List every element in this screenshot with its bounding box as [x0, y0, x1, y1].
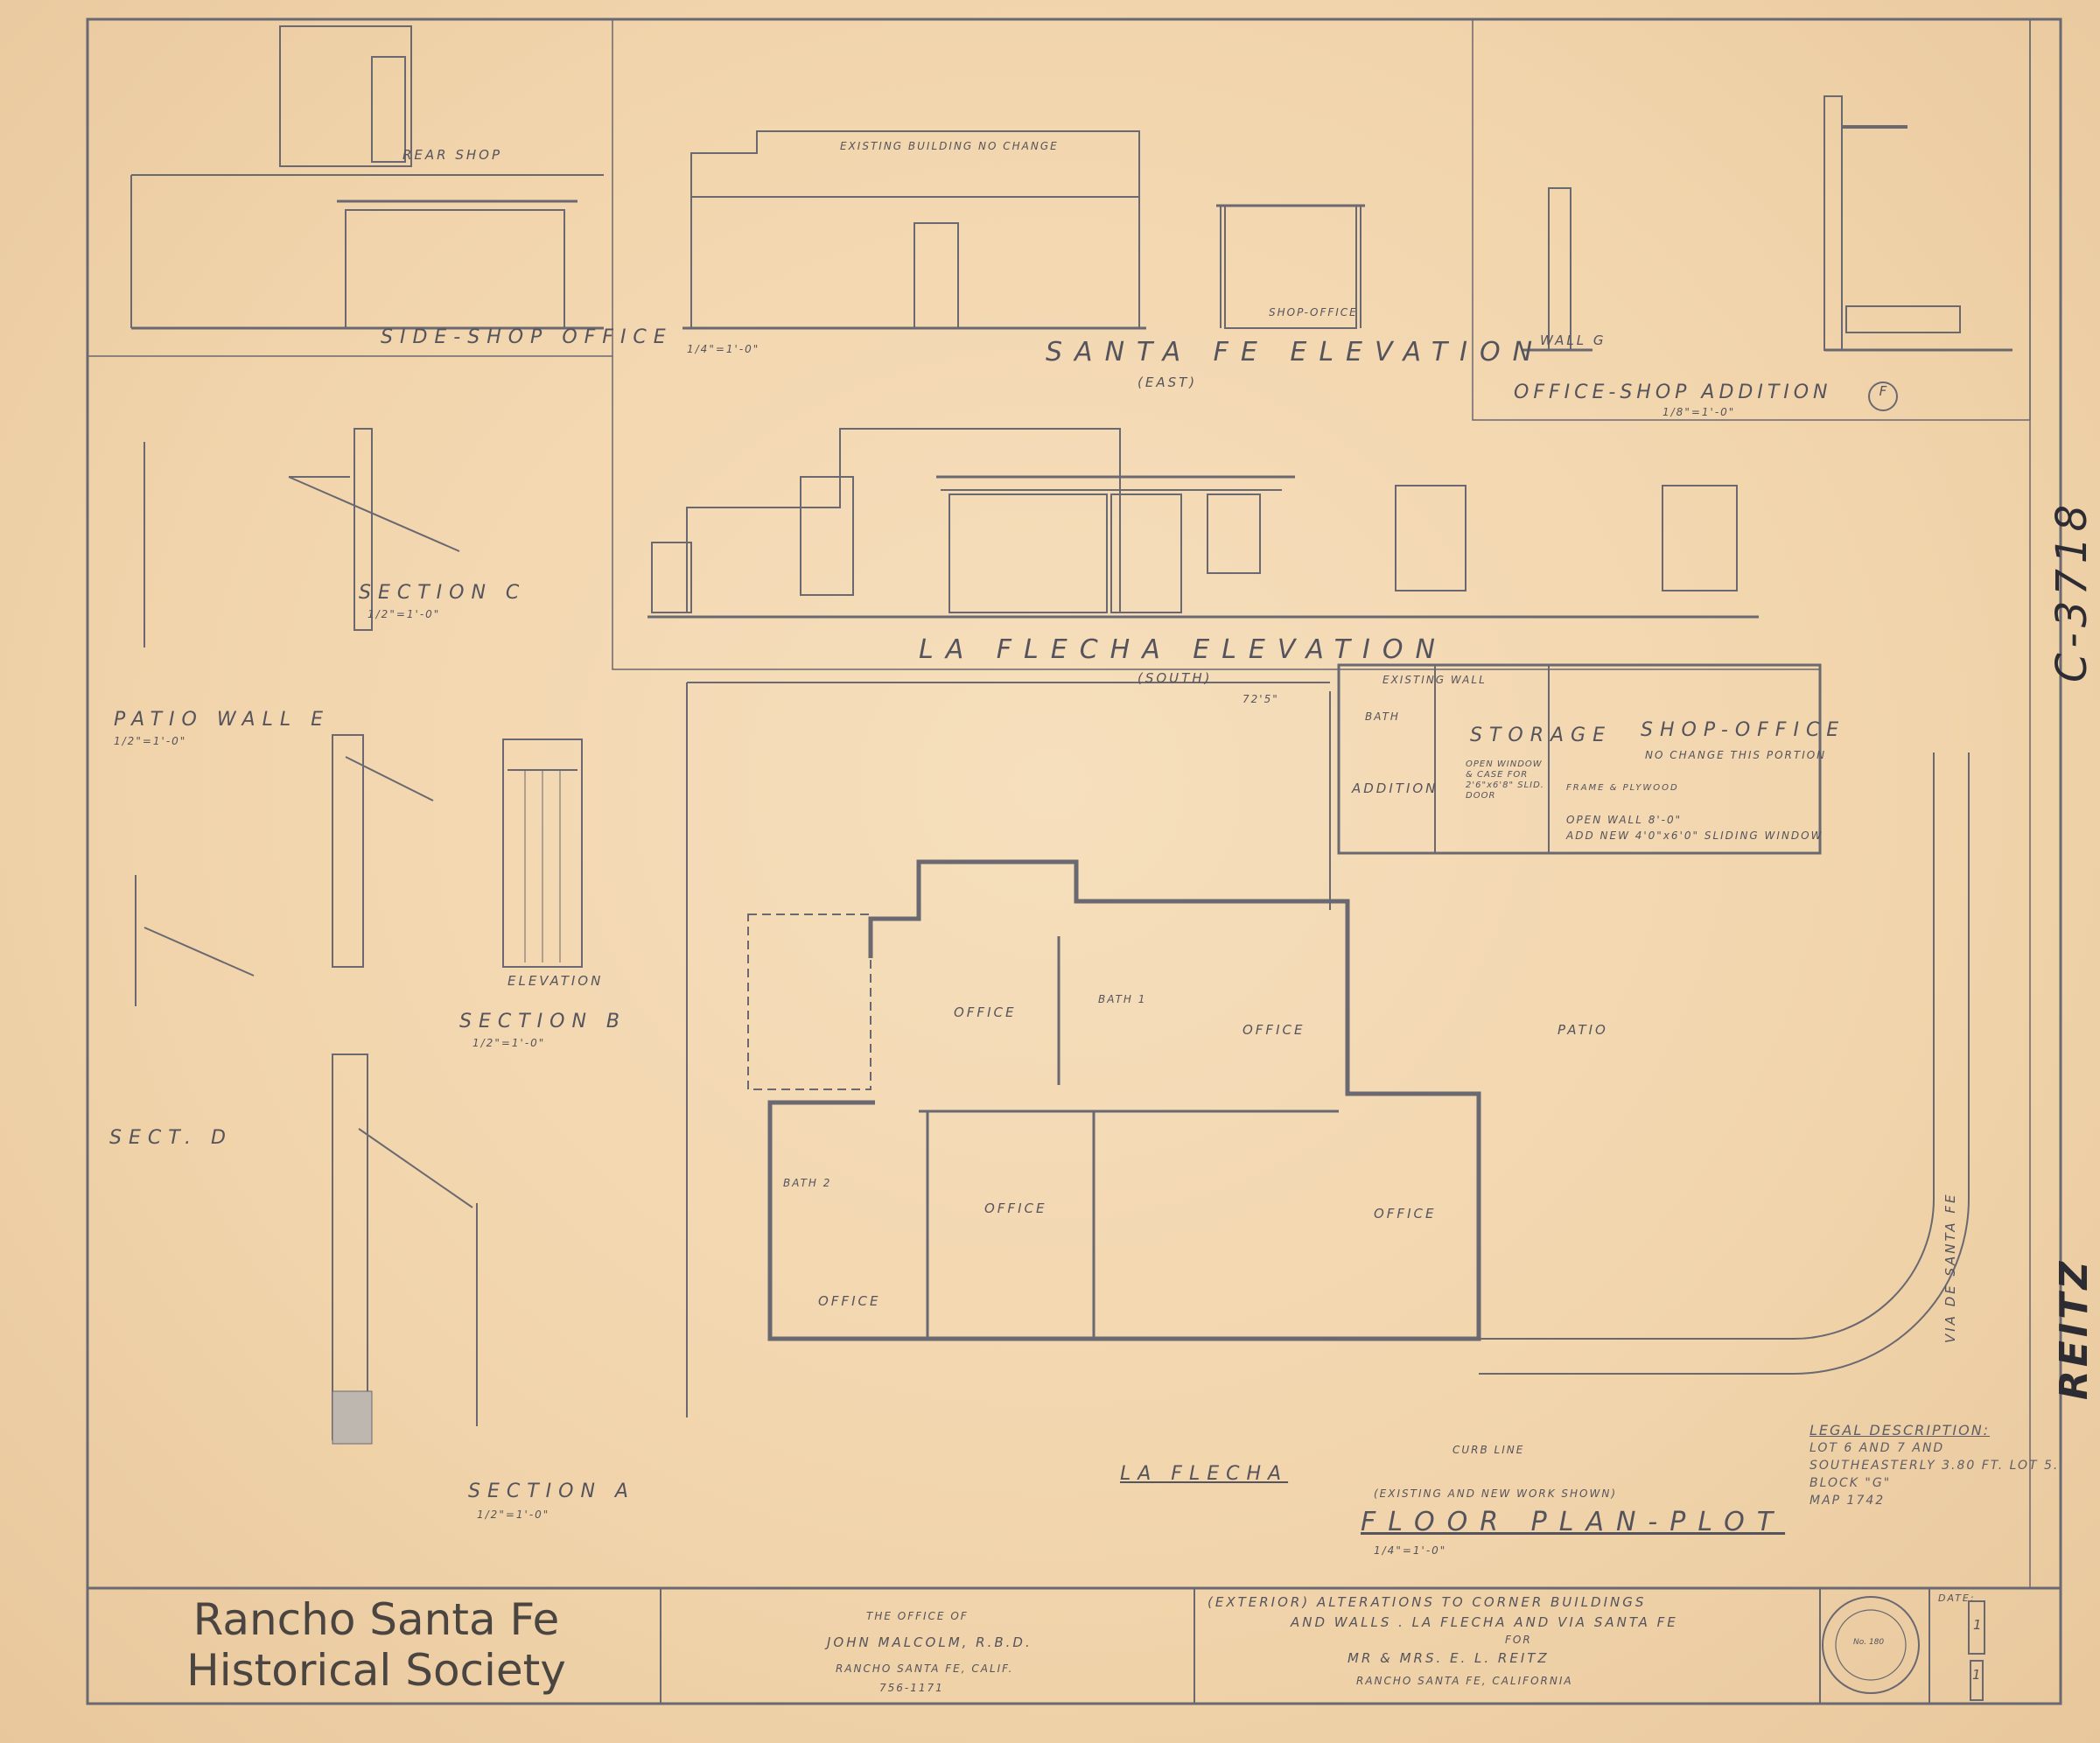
la-flecha-elevation-sub: (SOUTH) — [1138, 670, 1213, 686]
office-line3: RANCHO SANTA FE, CALIF. — [836, 1662, 1014, 1675]
owner-tab: REITZ — [2052, 1257, 2096, 1400]
office-shop-addition-title: OFFICE-SHOP ADDITION — [1514, 382, 1832, 403]
section-b-title: SECTION B — [459, 1011, 627, 1032]
drawing-number: C-3718 — [2048, 500, 2096, 682]
floor-plan-subtitle: (EXISTING AND NEW WORK SHOWN) — [1374, 1488, 1618, 1500]
office-line1: THE OFFICE OF — [866, 1610, 969, 1622]
legal-heading: LEGAL DESCRIPTION: — [1810, 1422, 1991, 1438]
project-line3: FOR — [1505, 1634, 1532, 1646]
floor-plan-title: FLOOR PLAN-PLOT — [1361, 1507, 1786, 1537]
legal-line: BLOCK "G" — [1810, 1476, 1892, 1490]
designer-seal — [1822, 1596, 1920, 1694]
sheet-number: 1 — [1973, 1617, 1982, 1633]
section-details-drawing — [135, 428, 583, 1445]
section-a-title: SECTION A — [468, 1480, 635, 1502]
santa-fe-elevation-drawing — [682, 130, 1365, 330]
legal-description: LEGAL DESCRIPTION: LOT 6 AND 7 AND SOUTH… — [1810, 1422, 2059, 1509]
room-office: OFFICE — [1374, 1206, 1437, 1222]
sect-d-title: SECT. D — [109, 1127, 233, 1149]
santa-fe-note: EXISTING BUILDING NO CHANGE — [840, 140, 1059, 152]
side-shop-office-drawing — [130, 25, 604, 330]
sliding-window-note: ADD NEW 4'0"x6'0" SLIDING WINDOW — [1566, 830, 1824, 842]
rear-shop-label: REAR SHOP — [402, 147, 503, 163]
room-shop-office: SHOP-OFFICE — [1641, 719, 1846, 741]
open-wall-note: OPEN WALL 8'-0" — [1566, 814, 1683, 826]
legal-line: MAP 1742 — [1810, 1494, 1886, 1508]
patio-wall-scale: 1/2"=1'-0" — [114, 735, 187, 747]
la-flecha-elevation-drawing — [648, 428, 1759, 619]
room-patio: PATIO — [1558, 1022, 1608, 1038]
section-c-scale: 1/2"=1'-0" — [368, 608, 441, 620]
street-la-flecha: LA FLECHA — [1120, 1463, 1289, 1485]
office-line2: JOHN MALCOLM, R.B.D. — [827, 1634, 1032, 1650]
project-line5: RANCHO SANTA FE, CALIFORNIA — [1356, 1675, 1573, 1687]
patio-wall-title: PATIO WALL E — [114, 709, 330, 731]
santa-fe-shop-office-label: SHOP-OFFICE — [1269, 306, 1358, 318]
legal-line: SOUTHEASTERLY 3.80 FT. LOT 5. — [1810, 1459, 2060, 1473]
shop-office-note: NO CHANGE THIS PORTION — [1645, 749, 1827, 761]
project-line4: MR & MRS. E. L. REITZ — [1348, 1650, 1550, 1666]
date-label: DATE: — [1938, 1592, 1976, 1604]
santa-fe-elevation-sub: (EAST) — [1138, 374, 1198, 390]
room-office: OFFICE — [984, 1200, 1047, 1216]
room-addition: ADDITION — [1352, 780, 1438, 796]
detail-marker-f: F — [1868, 382, 1898, 411]
watermark: Rancho Santa Fe Historical Society — [186, 1594, 566, 1696]
side-shop-office-title: SIDE-SHOP OFFICE — [381, 326, 673, 348]
room-office: OFFICE — [1242, 1022, 1306, 1038]
room-bath-1: BATH 1 — [1098, 993, 1147, 1005]
existing-wall-note: EXISTING WALL — [1382, 674, 1487, 686]
room-bath: BATH — [1365, 710, 1400, 723]
sheet-count: 1 — [1972, 1667, 1981, 1683]
room-office: OFFICE — [818, 1293, 881, 1309]
room-office: OFFICE — [954, 1004, 1017, 1020]
office-phone: 756-1171 — [879, 1682, 944, 1694]
wall-g-label: WALL G — [1540, 332, 1606, 348]
seal-number: No. 180 — [1853, 1638, 1885, 1647]
room-storage: STORAGE — [1470, 724, 1613, 746]
santa-fe-elevation-title: SANTA FE ELEVATION — [1046, 337, 1545, 368]
office-shop-addition-drawing — [1522, 95, 2012, 352]
street-via-de-santa-fe: VIA DE SANTA FE — [1942, 1192, 1958, 1343]
project-line1: (EXTERIOR) ALTERATIONS TO CORNER BUILDIN… — [1208, 1594, 1647, 1610]
open-window-note: OPEN WINDOW & CASE FOR 2'6"x6'8" SLID. D… — [1466, 760, 1544, 801]
project-line2: AND WALLS . LA FLECHA AND VIA SANTA FE — [1291, 1614, 1678, 1630]
elevation-title: ELEVATION — [508, 973, 604, 989]
legal-line: LOT 6 AND 7 AND — [1810, 1441, 1945, 1455]
floor-plan-drawing — [686, 663, 1970, 1418]
side-shop-office-scale: 1/4"=1'-0" — [687, 343, 760, 355]
la-flecha-elevation-title: LA FLECHA ELEVATION — [919, 634, 1447, 665]
section-c-title: SECTION C — [359, 582, 527, 604]
curb-line-label: CURB LINE — [1452, 1444, 1525, 1456]
dimension-note: 72'5" — [1242, 693, 1279, 705]
sheet-border — [86, 18, 2062, 1705]
office-shop-addition-scale: 1/8"=1'-0" — [1662, 406, 1736, 418]
section-b-scale: 1/2"=1'-0" — [472, 1037, 546, 1049]
floor-plan-scale: 1/4"=1'-0" — [1374, 1544, 1447, 1557]
frame-note: FRAME & PLYWOOD — [1566, 783, 1679, 793]
room-bath-2: BATH 2 — [783, 1177, 832, 1189]
section-a-scale: 1/2"=1'-0" — [477, 1508, 550, 1521]
